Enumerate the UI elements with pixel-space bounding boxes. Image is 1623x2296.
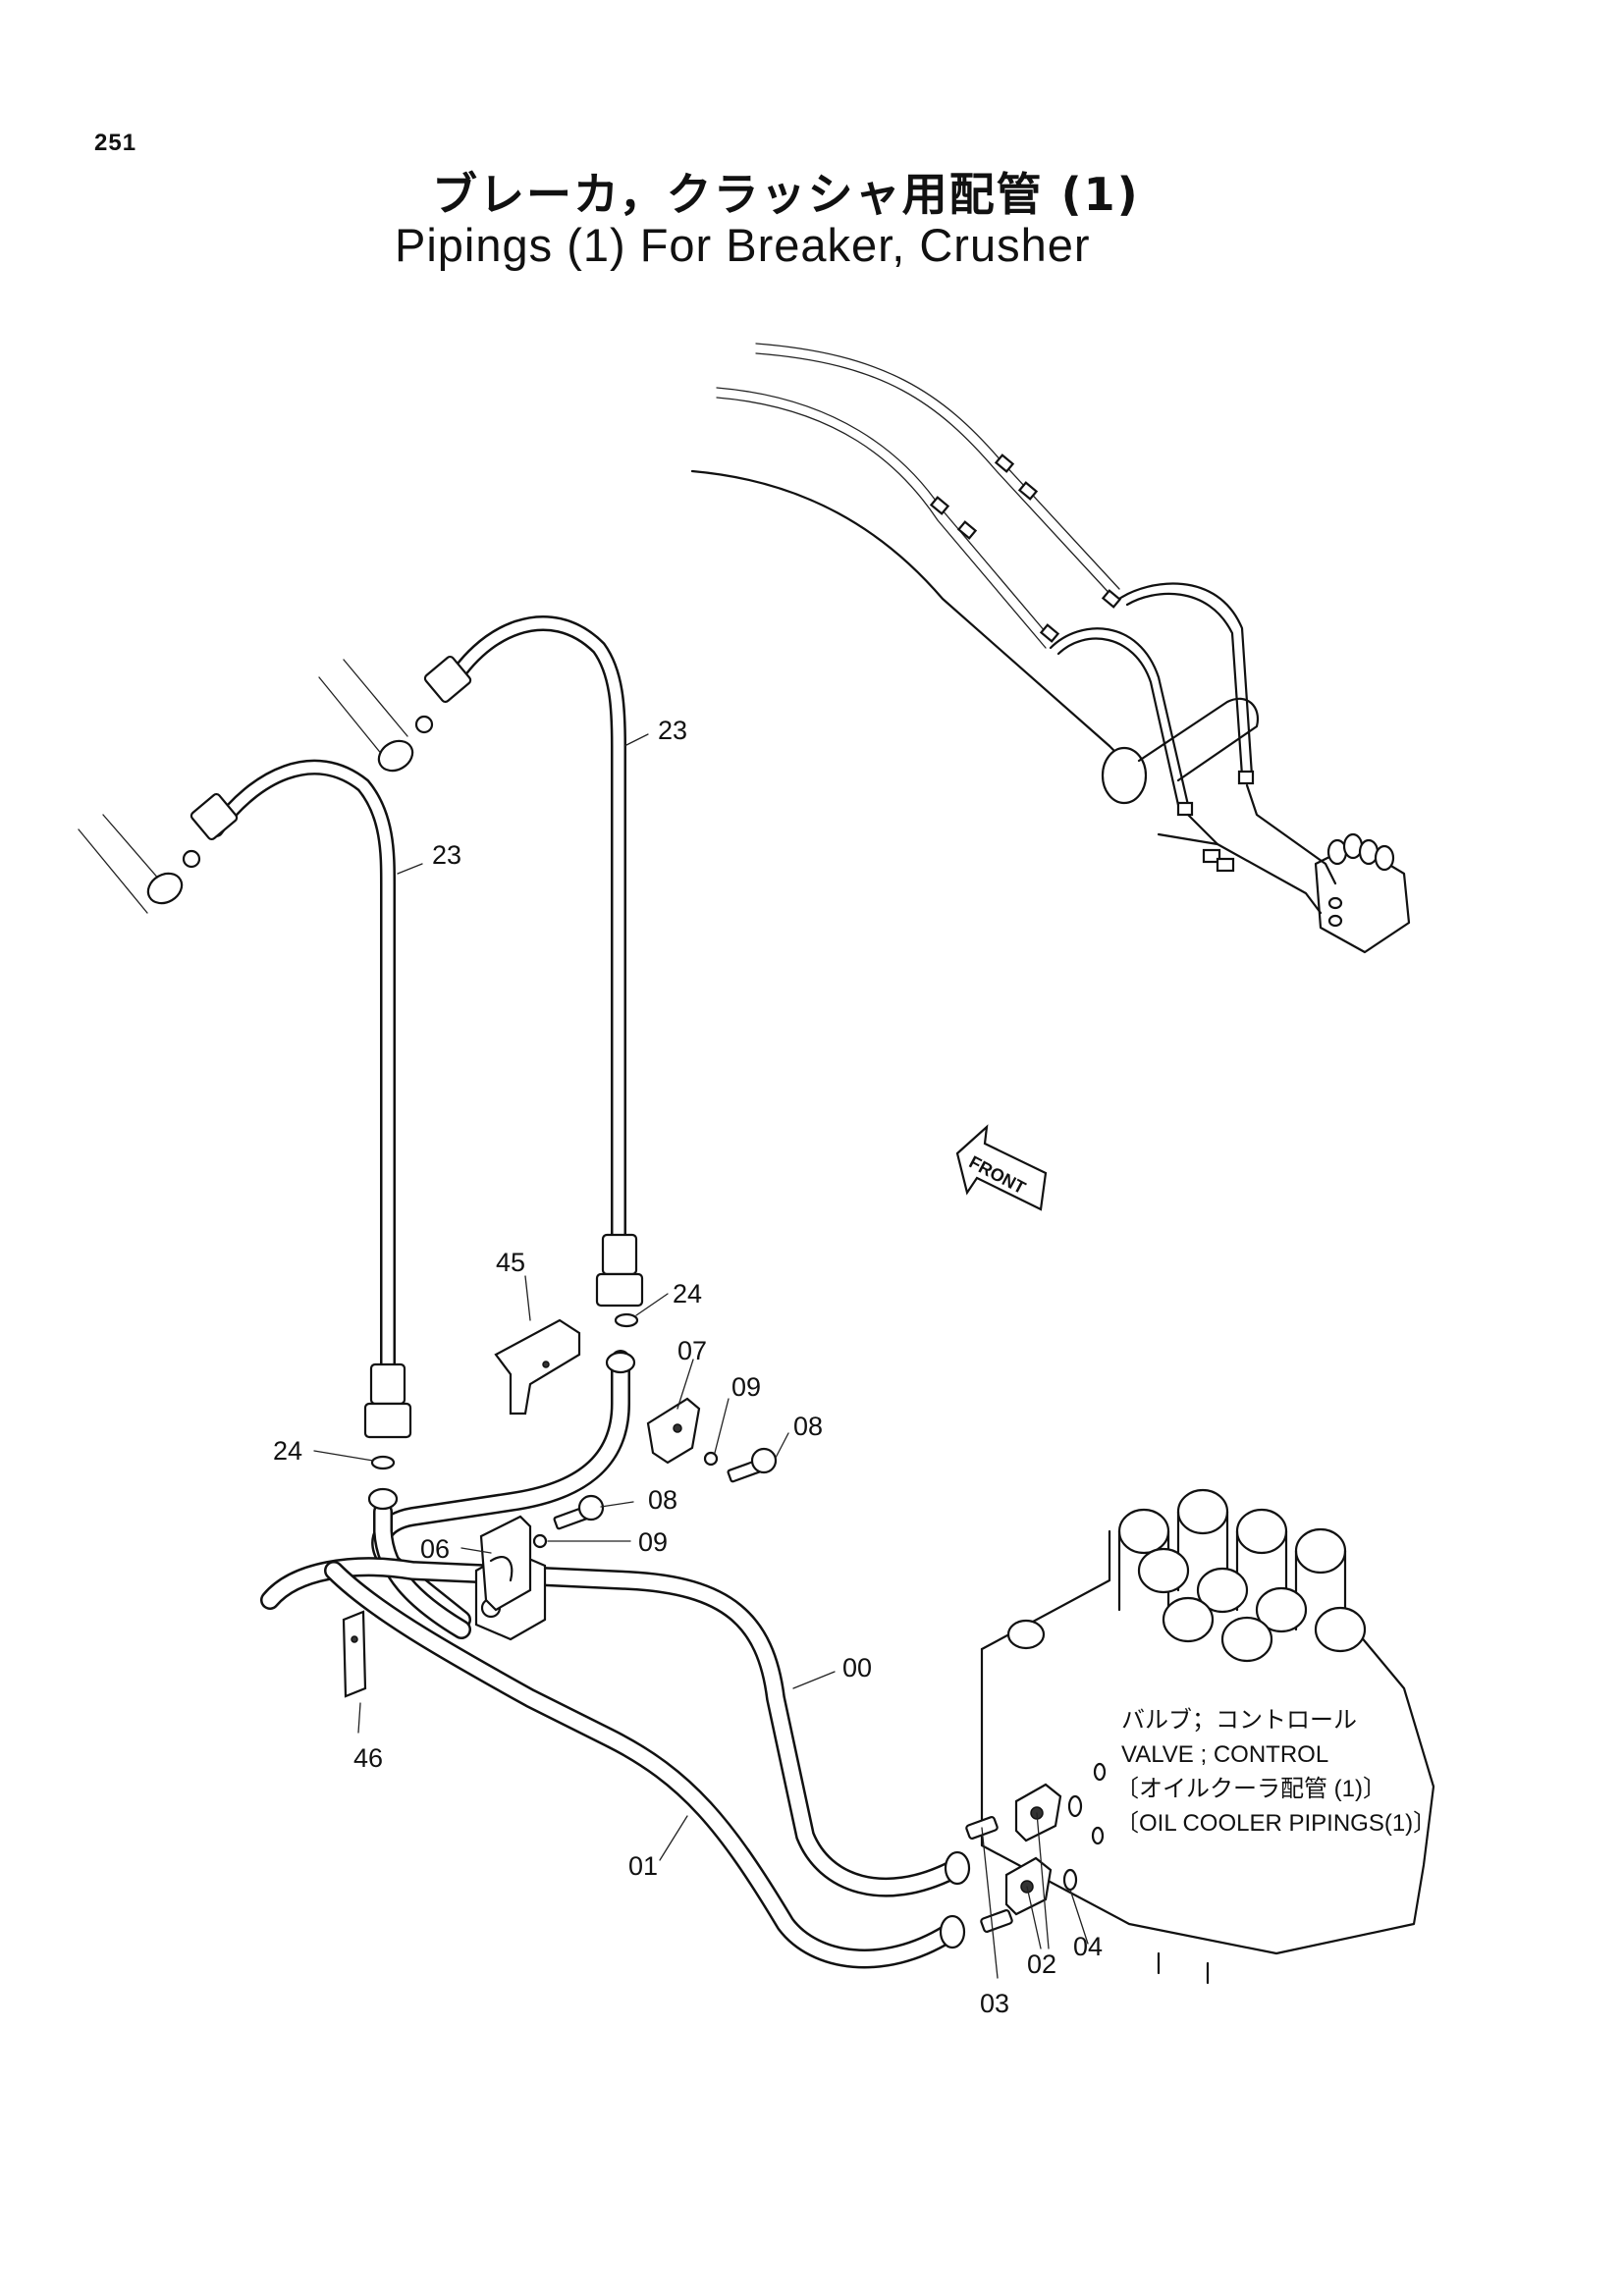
callout-01: 01 xyxy=(628,1851,658,1881)
valve-note-jp: バルブ；コントロール xyxy=(1121,1707,1357,1734)
front-arrow-icon: FRONT xyxy=(955,1124,1048,1211)
valve-note-ref-en: 〔OIL COOLER PIPINGS(1)〕 xyxy=(1115,1810,1436,1837)
bolt-08-lower xyxy=(553,1494,605,1530)
o-ring-04-a xyxy=(1067,1794,1083,1818)
callout-00: 00 xyxy=(842,1653,872,1682)
callout-24-upper: 24 xyxy=(673,1279,702,1308)
callout-02: 02 xyxy=(1027,1949,1056,1979)
callout-23-left: 23 xyxy=(432,840,461,870)
callout-03: 03 xyxy=(980,1989,1009,2018)
washer-09-lower xyxy=(532,1533,548,1549)
valve-note-en: VALVE ; CONTROL xyxy=(1121,1741,1328,1768)
boom-pin-end xyxy=(1101,746,1148,805)
pipe-00-end xyxy=(944,1850,971,1886)
plate-46 xyxy=(342,1610,367,1698)
washer-09-upper xyxy=(703,1451,719,1467)
valve-spools xyxy=(1117,1488,1367,1663)
clamp-06 xyxy=(479,1515,532,1612)
control-valve xyxy=(980,1488,1435,1985)
control-valve-small xyxy=(1314,832,1411,954)
bolt-08-upper xyxy=(727,1447,778,1483)
callout-24-lower: 24 xyxy=(273,1436,302,1466)
hose-23-left xyxy=(78,759,412,1439)
callouts: 23 23 45 24 24 07 09 08 08 06 09 46 00 0… xyxy=(273,716,1103,2018)
callout-07: 07 xyxy=(677,1336,707,1365)
pipe-01-end xyxy=(939,1914,966,1949)
o-ring-24-upper xyxy=(614,1312,639,1328)
hose-23-right xyxy=(318,615,644,1308)
tube-assembly xyxy=(260,1350,971,1969)
o-ring-24-lower xyxy=(370,1455,396,1470)
callout-46: 46 xyxy=(353,1743,383,1773)
callout-08-upper: 08 xyxy=(793,1412,823,1441)
title-japanese: ブレーカ，クラッシャ用配管 (1) xyxy=(432,168,1140,221)
callout-09-lower: 09 xyxy=(638,1527,668,1557)
page-number: 251 xyxy=(94,130,137,156)
title-english: Pipings (1) For Breaker, Crusher xyxy=(395,219,1091,271)
bracket-45 xyxy=(494,1318,581,1415)
callout-23-right: 23 xyxy=(658,716,687,745)
flange-02-lower xyxy=(1004,1856,1053,1916)
leader-lines xyxy=(313,733,1089,1979)
boom-assembly xyxy=(690,343,1411,954)
valve-note: バルブ；コントロール VALVE ; CONTROL 〔オイルクーラ配管 (1)… xyxy=(1115,1707,1436,1837)
callout-45: 45 xyxy=(496,1248,525,1277)
valve-note-ref-jp: 〔オイルクーラ配管 (1)〕 xyxy=(1115,1776,1386,1802)
callout-09-upper: 09 xyxy=(731,1372,761,1402)
clamp-07 xyxy=(646,1397,701,1465)
o-ring-04-b xyxy=(1062,1868,1078,1892)
callout-06: 06 xyxy=(420,1534,450,1564)
callout-04: 04 xyxy=(1073,1932,1103,1961)
callout-08-lower: 08 xyxy=(648,1485,677,1515)
